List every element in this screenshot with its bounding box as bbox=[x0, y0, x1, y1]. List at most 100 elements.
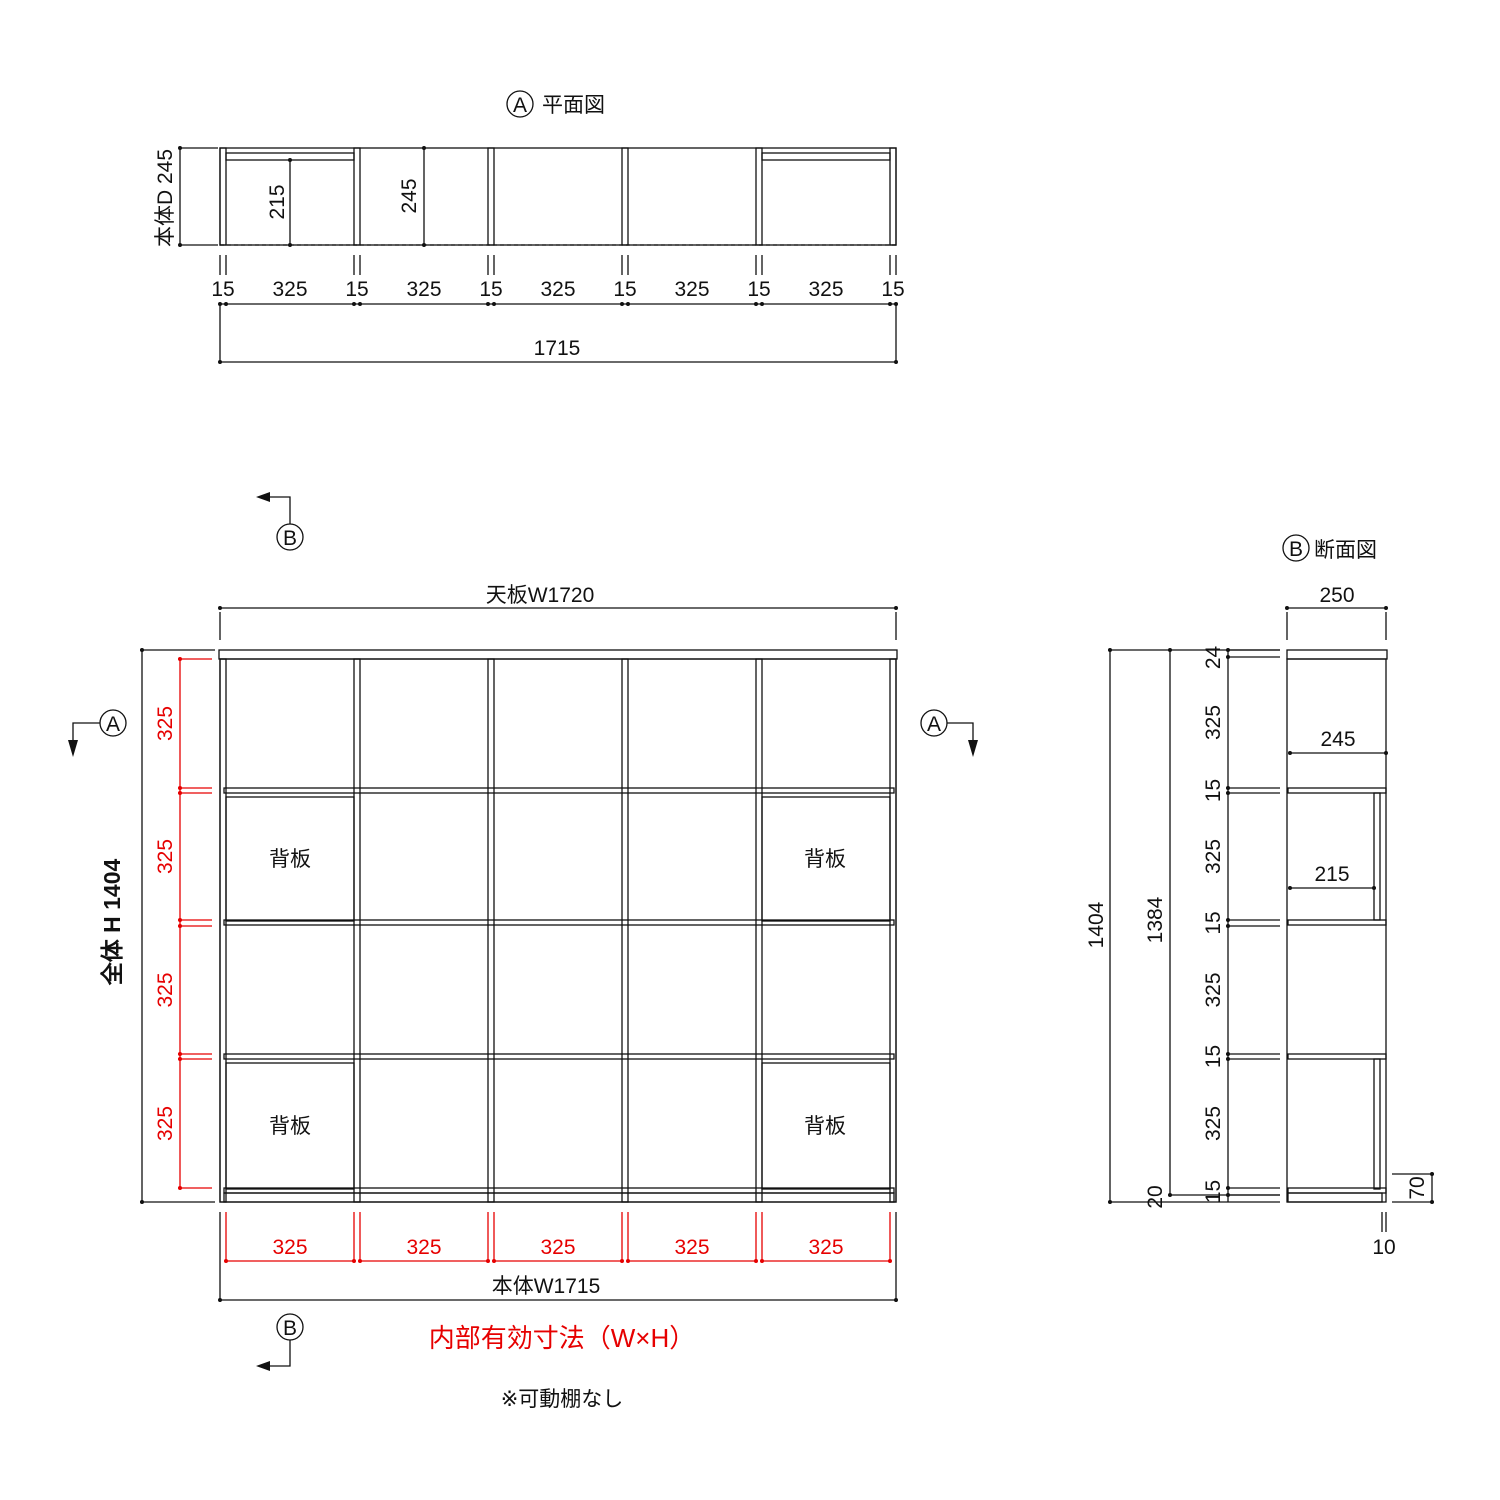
section-arrow-icon bbox=[268, 496, 291, 524]
stack-label: 325 bbox=[1202, 705, 1225, 740]
section-depth-245: 245 bbox=[1320, 728, 1355, 751]
dim-dot bbox=[1226, 924, 1230, 928]
dim-dot bbox=[1168, 648, 1172, 652]
plan-title: A 平面図 bbox=[506, 90, 605, 118]
section-body-height: 1384 bbox=[1144, 896, 1167, 943]
dim-dot bbox=[1430, 1200, 1434, 1204]
dim-dot bbox=[626, 1259, 630, 1263]
inner-width-label: 325 bbox=[406, 1236, 441, 1259]
dim-dot bbox=[1226, 1186, 1230, 1190]
section-top-board bbox=[1286, 649, 1388, 660]
dim-dot bbox=[140, 1200, 144, 1204]
section-shelf bbox=[1287, 787, 1387, 794]
dim-dot bbox=[1384, 606, 1388, 610]
dim-dot bbox=[760, 1259, 764, 1263]
stack-label: 325 bbox=[1202, 1106, 1225, 1141]
stack-label: 15 bbox=[1202, 1180, 1225, 1203]
plan-depth-label: 本体D 245 bbox=[154, 149, 177, 247]
section-arrow-icon-head bbox=[256, 1361, 270, 1371]
dim-label: 15 bbox=[613, 278, 636, 301]
stack-label: 325 bbox=[1202, 972, 1225, 1007]
inner-height-label: 325 bbox=[154, 1106, 177, 1141]
drawing-lines bbox=[68, 146, 1434, 1371]
dim-dot bbox=[218, 360, 222, 364]
plinth-offset: 10 bbox=[1372, 1236, 1395, 1259]
side-panel bbox=[487, 658, 495, 1203]
svg-text:A: A bbox=[927, 713, 941, 736]
dim-dot bbox=[1288, 751, 1292, 755]
dim-dot bbox=[352, 1259, 356, 1263]
dim-dot bbox=[492, 1259, 496, 1263]
section-title: B 断面図 bbox=[1282, 534, 1377, 562]
inner-width-label: 325 bbox=[674, 1236, 709, 1259]
dim-label: 15 bbox=[345, 278, 368, 301]
dim-label: 325 bbox=[540, 278, 575, 301]
dim-dot bbox=[178, 146, 182, 150]
dim-dot bbox=[1226, 786, 1230, 790]
section-arrow-icon-head bbox=[68, 740, 78, 757]
dim-dot bbox=[422, 146, 426, 150]
inner-width-label: 325 bbox=[808, 1236, 843, 1259]
section-arrow-icon bbox=[72, 722, 100, 745]
overall-height-label: 全体 H 1404 bbox=[99, 859, 125, 987]
side-panel bbox=[621, 658, 629, 1203]
stack-label: 15 bbox=[1202, 1045, 1225, 1068]
dim-dot bbox=[486, 1259, 490, 1263]
plan-total-width: 1715 bbox=[534, 337, 581, 360]
dim-dot bbox=[1288, 886, 1292, 890]
stack-label: 24 bbox=[1202, 646, 1225, 670]
inner-dimension-legend: 内部有効寸法（W×H） bbox=[429, 1323, 696, 1353]
section-marker-b-bottom: B bbox=[276, 1313, 304, 1341]
plan-panel bbox=[621, 147, 629, 246]
svg-text:B: B bbox=[1289, 538, 1303, 561]
side-panel bbox=[353, 658, 361, 1203]
section-arrow-icon-head bbox=[256, 492, 270, 502]
section-arrow-icon bbox=[268, 1340, 291, 1367]
side-panel bbox=[755, 658, 763, 1203]
dim-label: 325 bbox=[406, 278, 441, 301]
dim-dot bbox=[288, 243, 292, 247]
plan-depth: 245 bbox=[398, 178, 421, 213]
dim-dot bbox=[1108, 648, 1112, 652]
dim-dot bbox=[754, 1259, 758, 1263]
svg-text:A: A bbox=[106, 713, 120, 736]
plan-title-letter: A bbox=[513, 94, 527, 117]
dim-label: 15 bbox=[747, 278, 770, 301]
dim-dot bbox=[178, 791, 182, 795]
section-depth-215: 215 bbox=[1314, 863, 1349, 886]
dim-dot bbox=[1226, 1193, 1230, 1197]
dim-dot bbox=[1226, 1052, 1230, 1056]
body-width-label: 本体W1715 bbox=[492, 1275, 601, 1298]
dim-dot bbox=[1372, 886, 1376, 890]
dim-dot bbox=[224, 1259, 228, 1263]
svg-text:B: B bbox=[283, 527, 297, 550]
back-panel-label: 背板 bbox=[804, 848, 846, 871]
plan-outline bbox=[219, 147, 897, 246]
section-back-panel bbox=[1373, 1058, 1381, 1190]
dim-dot bbox=[894, 1298, 898, 1302]
stack-label: 15 bbox=[1202, 911, 1225, 934]
shelf bbox=[223, 787, 895, 794]
plan-panel bbox=[487, 147, 495, 246]
cabinet-body bbox=[219, 658, 897, 1203]
plan-panel bbox=[889, 147, 897, 246]
side-panel bbox=[219, 658, 227, 1203]
dim-label: 325 bbox=[272, 278, 307, 301]
shelf bbox=[223, 1053, 895, 1060]
dim-dot bbox=[218, 1298, 222, 1302]
section-total-height: 1404 bbox=[1085, 901, 1108, 948]
dim-dot bbox=[140, 648, 144, 652]
dim-dot bbox=[1108, 1200, 1112, 1204]
dim-dot bbox=[1168, 1193, 1172, 1197]
note-no-adjustable-shelf: ※可動棚なし bbox=[501, 1388, 624, 1411]
dim-dot bbox=[178, 1052, 182, 1056]
dim-dot bbox=[894, 606, 898, 610]
stack-label: 325 bbox=[1202, 839, 1225, 874]
back-panel-label: 背板 bbox=[269, 1115, 311, 1138]
inner-width-label: 325 bbox=[540, 1236, 575, 1259]
dim-dot bbox=[888, 1259, 892, 1263]
svg-text:B: B bbox=[283, 1317, 297, 1340]
dim-dot bbox=[218, 606, 222, 610]
